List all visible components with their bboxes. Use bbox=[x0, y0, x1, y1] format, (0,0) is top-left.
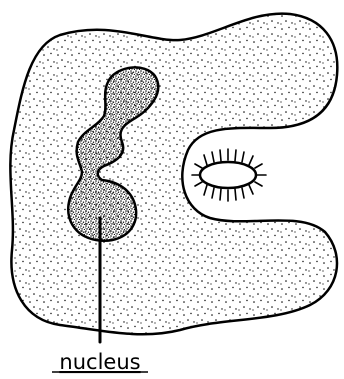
nucleus-label: nucleus bbox=[59, 350, 140, 374]
ciliated-organism bbox=[192, 149, 266, 201]
cell-body bbox=[10, 14, 337, 335]
